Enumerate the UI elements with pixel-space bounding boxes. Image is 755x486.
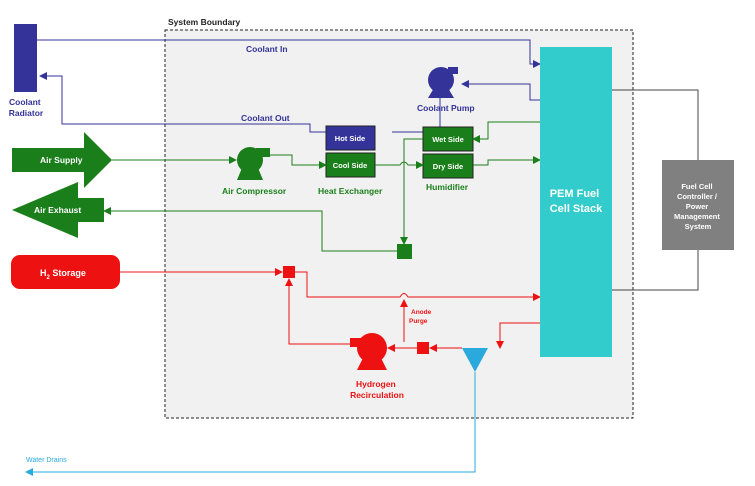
exhaust-junction-to-air-exhaust-line — [103, 207, 397, 252]
pem-fuel-cell-stack — [540, 47, 612, 357]
cool-side-label: Cool Side — [333, 161, 368, 170]
air-supply-label: Air Supply — [40, 155, 83, 165]
h2-storage-tank — [11, 255, 120, 289]
water-separator — [462, 348, 488, 372]
pem-stack-label: PEM Fuel Cell Stack — [550, 188, 603, 215]
anode-purge-label: Anode Purge — [409, 309, 433, 325]
dry-side-label: Dry Side — [433, 162, 463, 171]
air-exhaust-arrow — [12, 182, 104, 238]
fuel-cell-controller — [662, 160, 734, 250]
coolant-in-label: Coolant In — [246, 44, 288, 54]
coolant-in-line — [37, 39, 541, 68]
coolant-out-line — [39, 72, 326, 133]
dry-side-box — [422, 153, 474, 179]
air-supply-arrow — [12, 132, 112, 188]
coolant-pump — [428, 67, 458, 98]
hydrogen-recirculation-label: Hydrogen Recirculation — [350, 379, 404, 400]
cool-side-box — [325, 152, 376, 178]
mixer-to-stack-anode-line — [295, 271, 541, 301]
h2-storage-label: H2 Storage — [40, 268, 86, 281]
recirculation-to-mixer-line — [285, 278, 350, 345]
coolant-stack-to-pump-line — [461, 80, 540, 101]
water-drain-line — [25, 372, 476, 476]
controller-label: Fuel Cell Controller / Power Management … — [674, 182, 722, 231]
air-compressor-label: Air Compressor — [222, 186, 287, 196]
coolant-radiator — [14, 24, 37, 92]
anode-purge-valve — [417, 342, 429, 354]
exhaust-junction — [397, 244, 412, 259]
wet-side-label: Wet Side — [432, 135, 464, 144]
dry-side-to-stack-line — [473, 156, 541, 166]
compressor-to-cool-side-line — [270, 154, 327, 169]
controller-link-bottom — [612, 250, 699, 291]
coolant-pump-label: Coolant Pump — [417, 103, 475, 113]
coolant-radiator-label: Coolant Radiator — [9, 97, 44, 118]
h2-mixing-valve — [283, 266, 295, 278]
hydrogen-recirculation-pump — [350, 333, 387, 370]
controller-link-top — [612, 89, 699, 160]
system-boundary-label: System Boundary — [168, 17, 241, 27]
hot-side-label: Hot Side — [335, 134, 365, 143]
wet-side-box — [422, 126, 474, 152]
air-exhaust-label: Air Exhaust — [34, 205, 81, 215]
wet-side-to-exhaust-junction-line — [400, 138, 423, 245]
coolant-out-label: Coolant Out — [241, 113, 290, 123]
humidifier-label: Humidifier — [426, 182, 469, 192]
hot-side-box — [325, 125, 376, 151]
air-compressor — [237, 147, 270, 180]
stack-anode-outlet-line — [496, 322, 540, 349]
stack-to-wet-side-line — [472, 121, 540, 143]
water-drains-label: Water Drains — [26, 457, 67, 464]
heat-exchanger-label: Heat Exchanger — [318, 186, 383, 196]
